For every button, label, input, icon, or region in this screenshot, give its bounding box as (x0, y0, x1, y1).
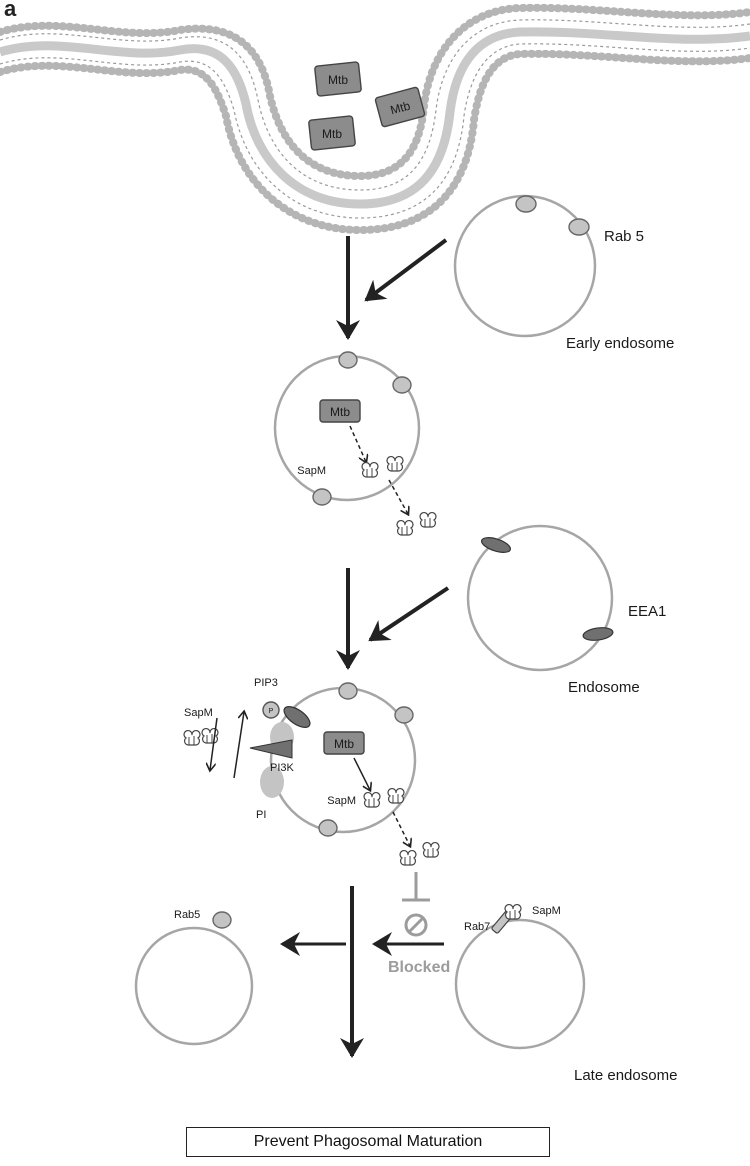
pip3-label: PIP3 (254, 677, 278, 689)
mtb-bacterium: Mtb (319, 399, 361, 423)
outcome-box: Prevent Phagosomal Maturation (186, 1127, 550, 1157)
pi-lipid (260, 766, 284, 798)
sapm-label: SapM (297, 465, 326, 477)
svg-text:Mtb: Mtb (328, 73, 348, 87)
rab5-marker (515, 195, 537, 213)
sapm-label: SapM (184, 707, 213, 719)
sapm-protein (419, 511, 437, 528)
early-endosome-label: Early endosome (566, 335, 674, 352)
equilibrium-arrow (233, 712, 244, 779)
phagosome-2 (269, 682, 417, 837)
fusion-arrow (368, 586, 450, 642)
rab5-vesicle (134, 911, 254, 1046)
rab5-label: Rab 5 (604, 228, 644, 245)
rab5-marker (212, 911, 232, 929)
svg-text:P: P (269, 708, 274, 715)
rab5-marker (392, 376, 412, 394)
early-endosome (453, 194, 597, 338)
blocked-icon (404, 913, 428, 937)
sapm-label: SapM (327, 795, 356, 807)
sapm-protein (361, 461, 379, 478)
sapm-protein (183, 729, 201, 746)
mtb-bacterium: Mtb (308, 115, 356, 151)
fusion-arrow (364, 238, 448, 302)
rab5-marker (312, 488, 332, 506)
panel-letter: a (4, 0, 17, 21)
svg-text:Mtb: Mtb (334, 737, 354, 751)
pip3-marker: P (262, 701, 280, 719)
rab5-marker (568, 218, 590, 236)
equilibrium-arrow (210, 717, 218, 770)
late-endosome-label: Late endosome (574, 1067, 677, 1084)
svg-text:Mtb: Mtb (322, 127, 342, 141)
secretion-arrow (349, 425, 366, 462)
sapm-label: SapM (532, 905, 561, 917)
pi3k-label: PI3K (270, 762, 295, 774)
svg-text:Mtb: Mtb (330, 405, 350, 419)
sapm-protein (396, 519, 414, 536)
sapm-protein (387, 787, 405, 804)
sapm-protein (386, 455, 404, 472)
eea1-marker (481, 537, 511, 553)
endosome-label: Endosome (568, 679, 640, 696)
secretion-arrow (392, 811, 410, 846)
rab5-label: Rab5 (174, 909, 200, 921)
mtb-bacterium: Mtb (374, 86, 426, 128)
pi-label: PI (256, 809, 266, 821)
mtb-bacterium: Mtb (314, 61, 362, 97)
blocked-label: Blocked (388, 959, 450, 976)
phagosome-1 (273, 351, 421, 506)
rab5-marker (338, 682, 358, 700)
rab5-marker (318, 819, 338, 837)
eea1-marker (283, 706, 311, 728)
pi3k-enzyme (249, 739, 293, 759)
eea1-label: EEA1 (628, 603, 666, 620)
eea1-marker (582, 627, 614, 641)
secretion-arrow (353, 757, 370, 790)
endosome (466, 524, 614, 672)
sapm-protein (422, 841, 440, 858)
sapm-protein (363, 791, 381, 808)
sapm-protein (504, 903, 522, 920)
rab5-marker (394, 706, 414, 724)
svg-text:Mtb: Mtb (389, 99, 412, 118)
rab7-label: Rab7 (464, 921, 490, 933)
plasma-membrane (0, 3, 750, 235)
sapm-protein (399, 849, 417, 866)
mtb-bacterium: Mtb (323, 731, 365, 755)
rab5-marker (338, 351, 358, 369)
